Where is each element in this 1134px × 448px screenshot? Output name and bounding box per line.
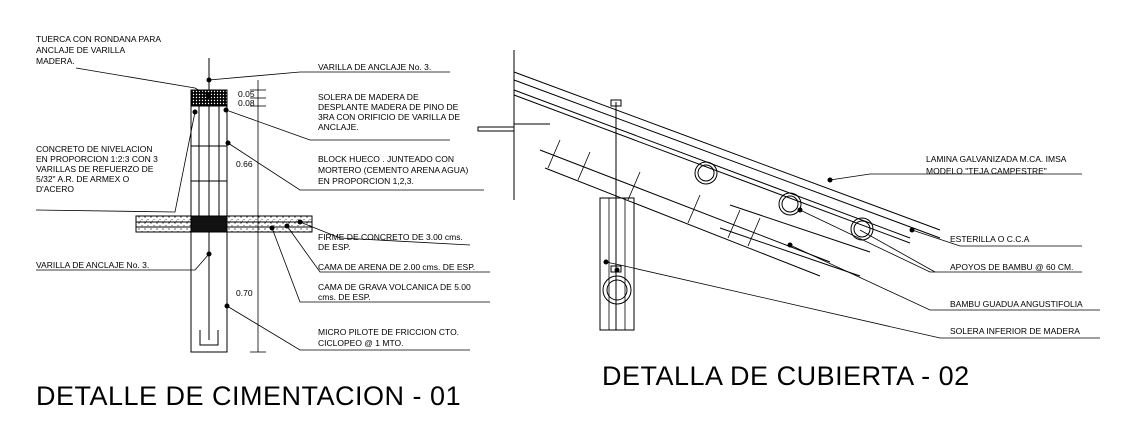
- title-detalle-cimentacion: DETALLE DE CIMENTACION - 01: [36, 381, 461, 411]
- bamboo-support-1: [694, 161, 718, 185]
- label-cama-arena: CAMA DE ARENA DE 2.00 cms. DE ESP.: [318, 262, 475, 272]
- label-apoyos-bambu: APOYOS DE BAMBU @ 60 CM.: [950, 262, 1073, 272]
- dim-0-08: 0.08: [238, 98, 255, 108]
- label-esterilla: ESTERILLA O C.C.A: [950, 234, 1030, 244]
- label-solera-inferior: SOLERA INFERIOR DE MADERA: [950, 326, 1080, 336]
- label-cama-grava: CAMA DE GRAVA VOLCANICA DE 5.00 cms. DE …: [318, 282, 473, 302]
- dim-0-70: 0.70: [236, 288, 253, 298]
- label-varilla-anclaje-bottom: VARILLA DE ANCLAJE No. 3.: [36, 260, 149, 270]
- label-tuerca: TUERCA CON RONDANA PARA ANCLAJE DE VARIL…: [36, 34, 163, 66]
- label-varilla-anclaje-top: VARILLA DE ANCLAJE No. 3.: [318, 62, 431, 72]
- foundation-detail: 0.05 0.08 0.66 0.70: [35, 34, 490, 411]
- bamboo-support-2: [778, 192, 802, 216]
- lower-wood-sill: [599, 197, 635, 331]
- dim-0-05: 0.05: [238, 89, 255, 99]
- micro-pile: [190, 231, 228, 353]
- leader-lines: [35, 67, 490, 351]
- label-bambu-guadua: BAMBU GUADUA ANGUSTIFOLIA: [950, 299, 1083, 309]
- roof-leader-lines: [603, 173, 1100, 339]
- label-lamina-galvanizada: LAMINA GALVANIZADA M.CA. IMSA MODELO "TE…: [926, 154, 1068, 176]
- bamboo-beam: [539, 139, 871, 277]
- dim-0-66: 0.66: [236, 159, 253, 169]
- label-micro-pilote: MICRO PILOTE DE FRICCION CTO. CICLOPEO @…: [318, 327, 461, 348]
- label-block-hueco: BLOCK HUECO . JUNTEADO CON MORTERO (CEME…: [318, 154, 471, 186]
- label-firme-concreto: FIRME DE CONCRETO DE 3.00 cms. DE ESP.: [318, 232, 465, 252]
- label-concreto-nivelacion: CONCRETO DE NIVELACION EN PROPORCION 1:2…: [36, 144, 160, 194]
- label-solera-desplante: SOLERA DE MADERA DE DESPLANTE MADERA DE …: [318, 92, 462, 132]
- title-detalla-cubierta: DETALLA DE CUBIERTA - 02: [602, 361, 970, 391]
- roof-detail: LAMINA GALVANIZADA M.CA. IMSA MODELO "TE…: [477, 50, 1100, 391]
